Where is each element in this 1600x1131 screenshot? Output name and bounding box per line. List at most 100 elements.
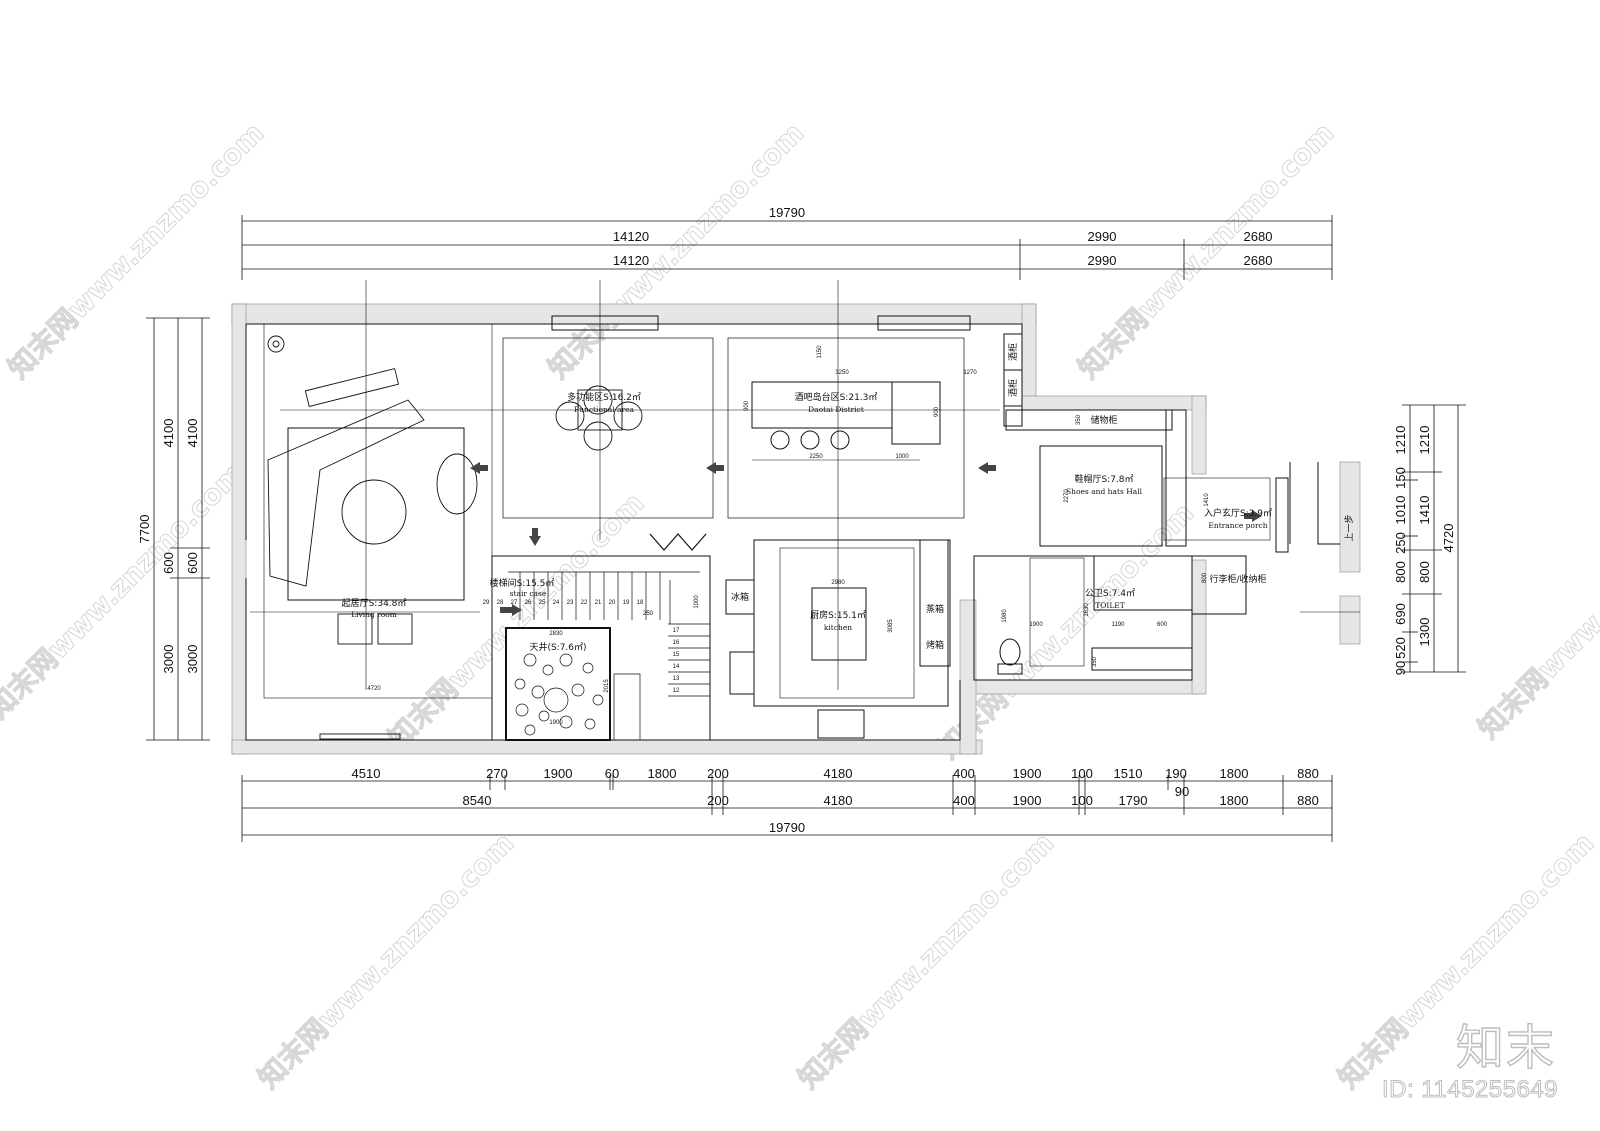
stair-numbers: 29 28 27 26 25 24 23 22 21 20 19 18 17 1… — [483, 600, 680, 694]
small-dim: 1150 — [817, 345, 823, 359]
dim-left-total: 7700 — [137, 515, 152, 544]
small-dim: 1900 — [1029, 622, 1043, 628]
room-bar-cn: 酒吧岛台区S:21.3㎡ — [795, 391, 878, 403]
dim-top-r3-b: 2990 — [1088, 253, 1117, 268]
room-labels: 起居厅S:34.8㎡ Living room 多功能区S:16.2㎡ Funct… — [342, 391, 1272, 653]
room-bar-en: Daotai District — [808, 405, 864, 414]
stair-number: 29 — [483, 600, 490, 606]
small-dimensions: 1150 3250 1270 900 900 2250 1000 2270 14… — [367, 345, 1210, 726]
direction-arrows — [470, 462, 1262, 616]
small-dim: 900 — [744, 400, 750, 411]
stair-number: 23 — [567, 600, 574, 606]
top-dimensions — [241, 215, 1333, 280]
small-dim: 3250 — [835, 370, 849, 376]
dim-bottom-r1: 1510 — [1114, 766, 1143, 781]
stair-number: 25 — [539, 600, 546, 606]
watermark-text: 知末网www.znzmo.com — [1072, 116, 1341, 385]
small-dim: 2830 — [549, 631, 563, 637]
small-dim: 1410 — [1204, 493, 1210, 507]
room-toilet-cn: 公卫S:7.4㎡ — [1085, 588, 1135, 599]
bottom-dimensions — [241, 775, 1333, 842]
dim-bottom-r2: 880 — [1297, 793, 1319, 808]
small-dim: 350 — [1092, 656, 1098, 667]
axis-lines — [250, 280, 1000, 690]
dim-bottom-r1: 190 — [1165, 766, 1187, 781]
room-shoes-en: Shoes and hats Hall — [1066, 487, 1143, 496]
dim-left-inner-a: 4100 — [185, 419, 200, 448]
dim-bottom-r1: 880 — [1297, 766, 1319, 781]
dim-bottom-r1: 4510 — [352, 766, 381, 781]
dim-bottom-r1: 1900 — [544, 766, 573, 781]
dim-right-inner-c: 800 — [1417, 561, 1432, 583]
small-dim: 1630 — [1084, 603, 1090, 617]
dim-right-outer-b: 150 — [1393, 467, 1408, 489]
small-dim: 2980 — [831, 580, 845, 586]
small-dim: 4720 — [367, 686, 381, 692]
dim-bottom-r2: 400 — [953, 793, 975, 808]
dim-top-r2-c: 2680 — [1244, 229, 1273, 244]
dim-bottom-r1: 100 — [1071, 766, 1093, 781]
room-stair-cn: 楼梯间S:15.5㎡ — [490, 577, 555, 589]
dim-right-inner-a: 1210 — [1417, 426, 1432, 455]
label-fridge: 冰箱 — [731, 591, 749, 603]
stair-number: 12 — [673, 688, 680, 694]
small-dim: 600 — [1157, 622, 1168, 628]
room-living-cn: 起居厅S:34.8㎡ — [342, 598, 407, 609]
brand-logo: 知末 — [1455, 1019, 1556, 1076]
small-dim: 1000 — [694, 595, 700, 609]
small-dim: 3085 — [888, 619, 894, 633]
small-dim: 900 — [934, 406, 940, 417]
dim-bottom-r2: 4180 — [824, 793, 853, 808]
small-dim: 1000 — [895, 454, 909, 460]
dim-bottom-r1: 1900 — [1013, 766, 1042, 781]
label-step-up: 上一步 — [1344, 514, 1355, 541]
dim-right-total: 4720 — [1441, 524, 1456, 553]
stair-number: 26 — [525, 600, 532, 606]
dim-right-outer-c: 1010 — [1393, 496, 1408, 525]
dim-bottom-total: 19790 — [769, 820, 805, 835]
label-wine-cabinet: 酒柜 — [1007, 343, 1019, 361]
dim-bottom-r1: 1800 — [648, 766, 677, 781]
watermark-text: 知末网www.znzmo.com — [252, 826, 521, 1095]
label-luggage: 行李柜/收纳柜 — [1209, 573, 1266, 585]
dim-right-inner-d: 1300 — [1417, 618, 1432, 647]
dim-top-r2-b: 2990 — [1088, 229, 1117, 244]
label-steamer: 蒸箱 — [926, 603, 944, 615]
stair-number: 27 — [511, 600, 518, 606]
small-dim: 1900 — [549, 720, 563, 726]
walls — [231, 303, 1361, 755]
dim-left-outer-a: 4100 — [161, 419, 176, 448]
dim-top-r3-a: 14120 — [613, 253, 649, 268]
dim-right-outer-d: 250 — [1393, 532, 1408, 554]
right-dimensions — [1402, 404, 1466, 673]
stair-number: 14 — [673, 664, 680, 670]
dim-bottom-r1: 270 — [486, 766, 508, 781]
dim-top-total: 19790 — [769, 205, 805, 220]
room-kitchen-en: kitchen — [824, 623, 852, 632]
dim-bottom-r2: 1790 — [1119, 793, 1148, 808]
dim-bottom-r1-extra: 90 — [1175, 784, 1189, 799]
stair-number: 20 — [609, 600, 616, 606]
dim-bottom-r2: 100 — [1071, 793, 1093, 808]
dim-bottom-r1: 400 — [953, 766, 975, 781]
watermark-text: 知末网www.znzmo.com — [1472, 476, 1600, 745]
small-dim: 350 — [1076, 414, 1082, 425]
stair-number: 13 — [673, 676, 680, 682]
small-dim: 250 — [643, 611, 654, 617]
small-dim: 1270 — [963, 370, 977, 376]
small-dim: 2015 — [604, 679, 610, 693]
courtyard — [505, 627, 611, 741]
watermark-text: 知末网www.znzmo.com — [542, 116, 811, 385]
label-wine-cabinet: 酒柜 — [1007, 379, 1019, 397]
label-oven: 烤箱 — [926, 639, 944, 651]
dim-right-inner-b: 1410 — [1417, 496, 1432, 525]
watermark-text: 知末网www.znzmo.com — [792, 826, 1061, 1095]
dim-left-inner-c: 3000 — [185, 645, 200, 674]
dim-bottom-r1: 4180 — [824, 766, 853, 781]
fixture-labels: 酒柜 酒柜 储物柜 冰箱 蒸箱 烤箱 行李柜/收纳柜 上一步 — [731, 343, 1355, 651]
room-toilet-en: TOILET — [1095, 601, 1125, 610]
stair-number: 21 — [595, 600, 602, 606]
dim-right-outer-a: 1210 — [1393, 426, 1408, 455]
small-dim: 1190 — [1112, 622, 1126, 628]
